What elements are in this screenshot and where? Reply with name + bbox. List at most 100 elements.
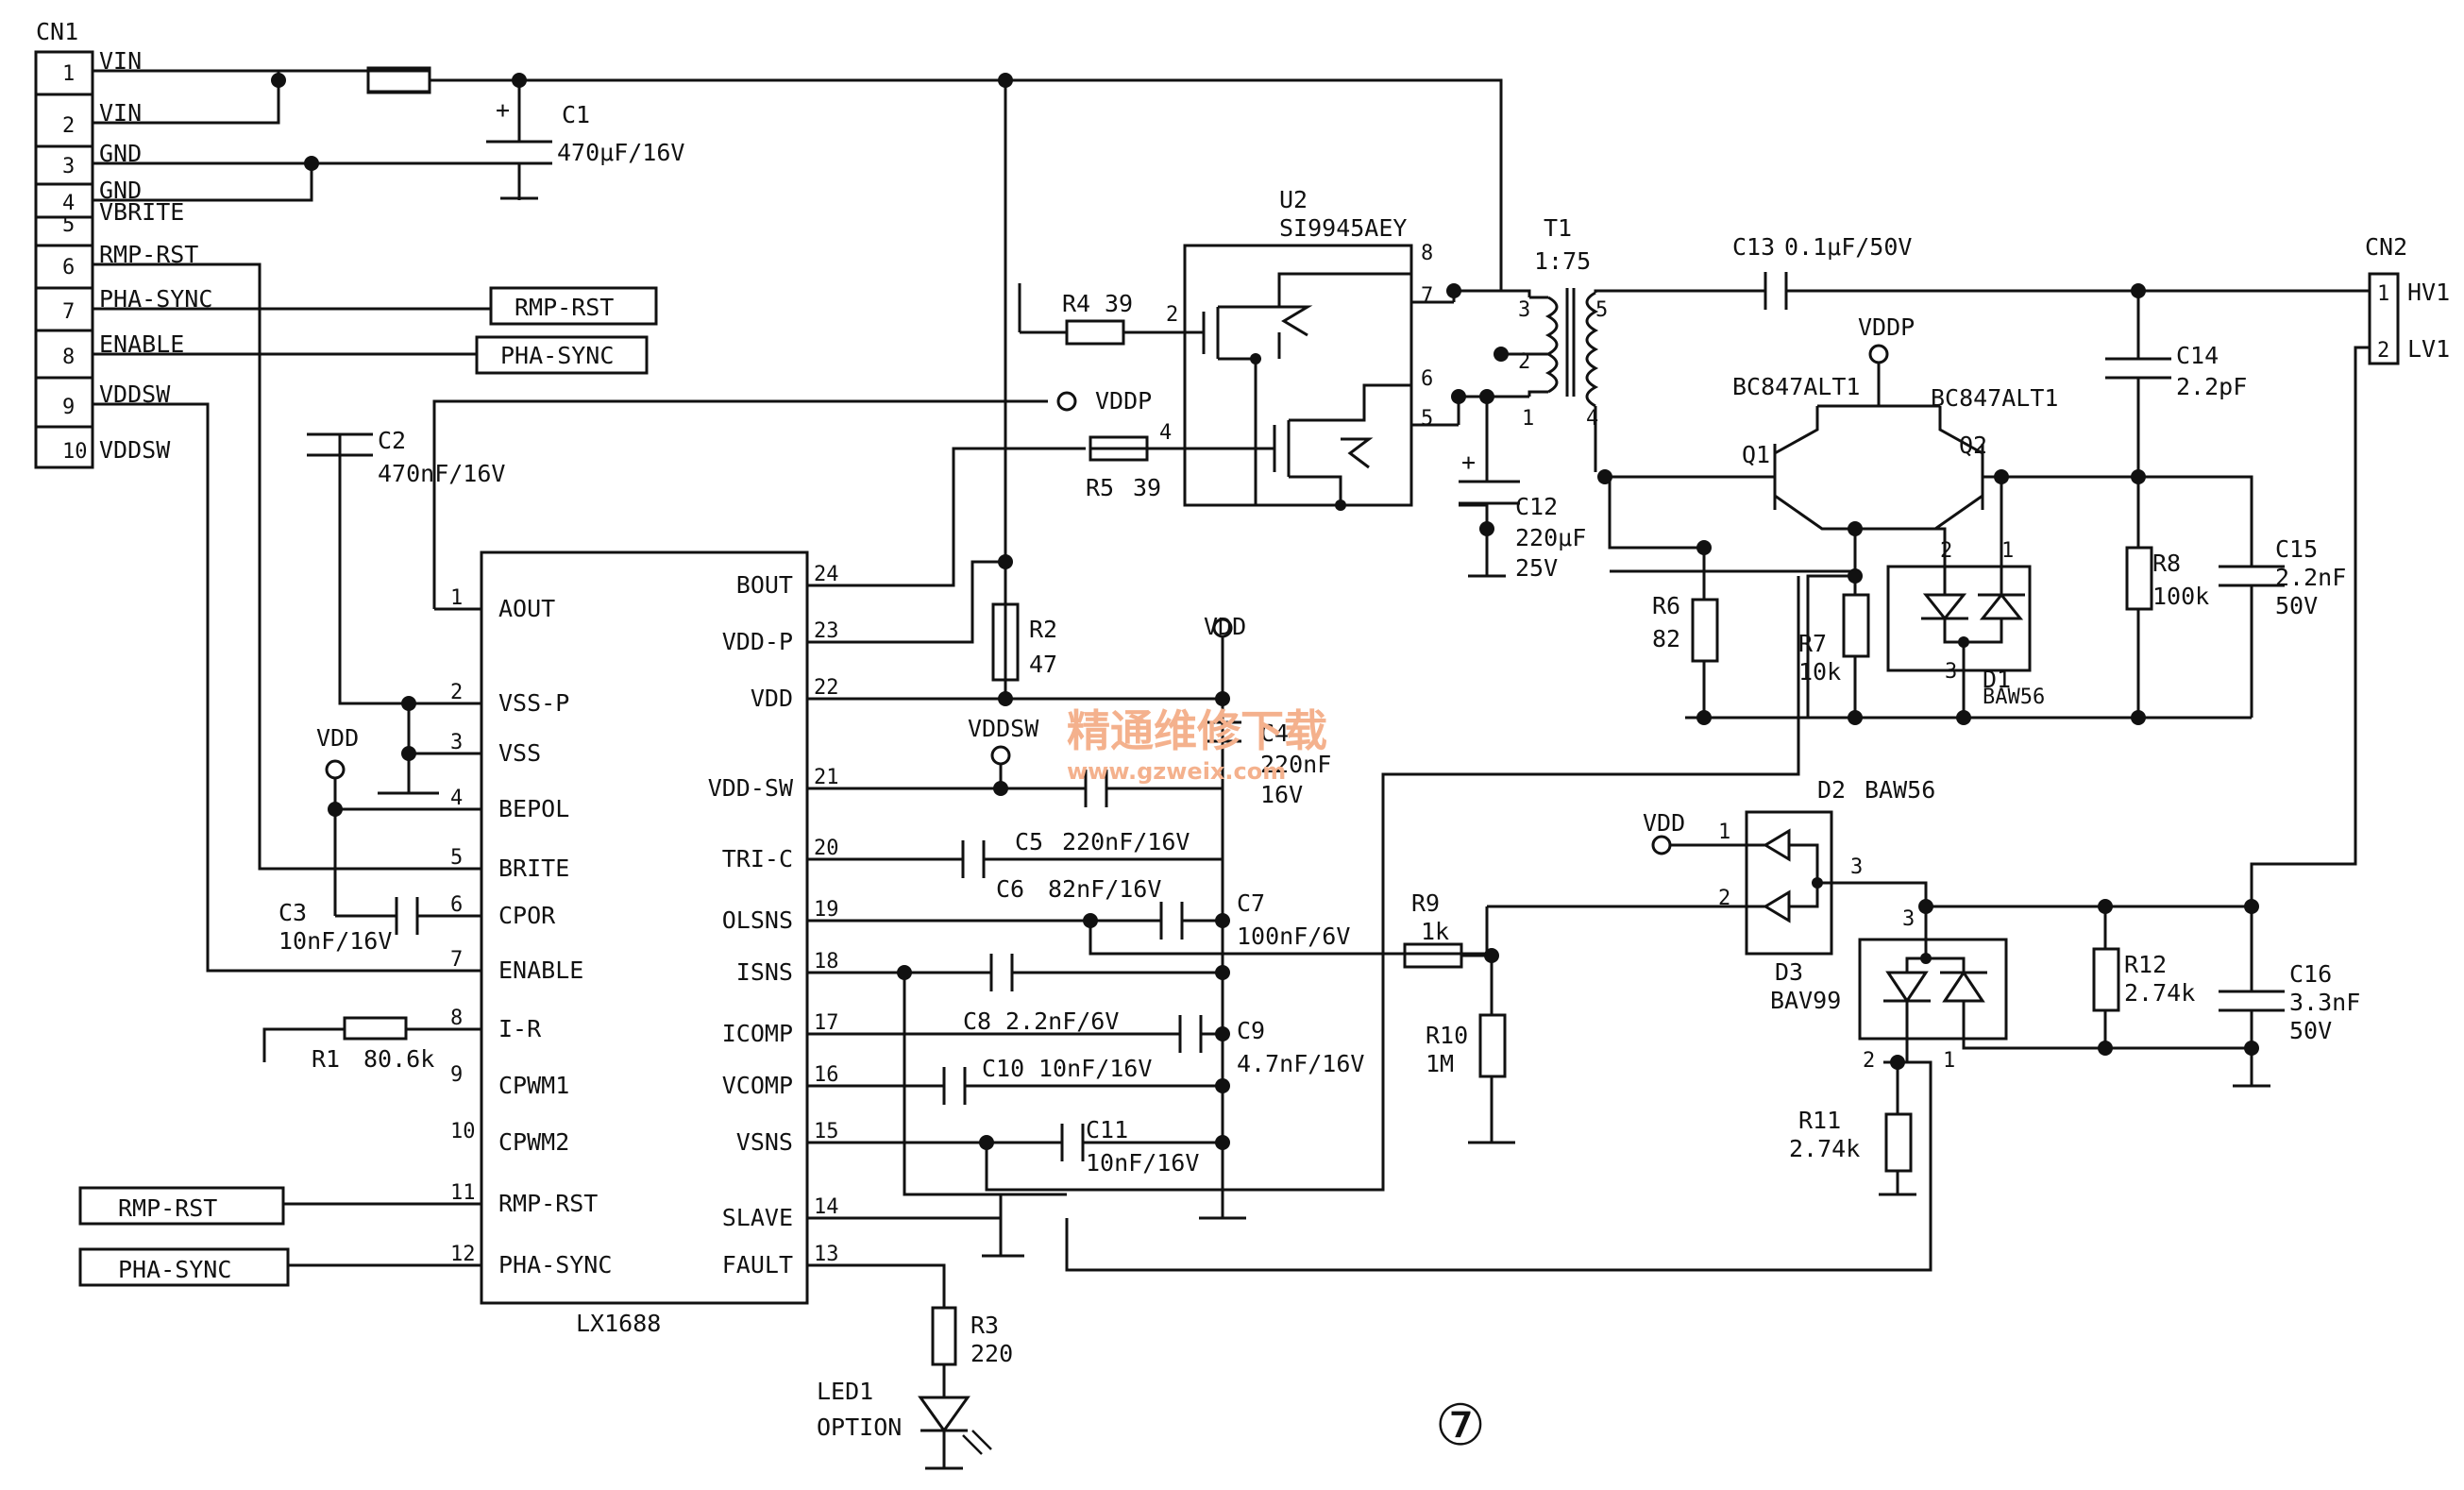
ic-pin-number: 6 <box>450 893 463 917</box>
ic-pin-label: CPWM1 <box>498 1072 569 1099</box>
svg-text:100k: 100k <box>2152 583 2209 610</box>
svg-text:R12: R12 <box>2124 951 2167 978</box>
svg-text:2: 2 <box>1940 539 1952 563</box>
fuse <box>366 69 431 93</box>
svg-text:50V: 50V <box>2275 592 2318 619</box>
svg-text:2: 2 <box>1863 1049 1875 1073</box>
svg-text:10nF/16V: 10nF/16V <box>278 927 392 955</box>
ic-pin-label: PHA-SYNC <box>498 1251 612 1278</box>
ic-pin-number: 16 <box>814 1063 839 1087</box>
svg-text:220nF/16V: 220nF/16V <box>1062 828 1190 855</box>
ic-pin-label: RMP-RST <box>498 1190 598 1217</box>
transformer-t1: T1 1:75 3 2 1 5 4 <box>1446 194 1765 472</box>
svg-text:C6: C6 <box>996 875 1024 903</box>
svg-text:1:75: 1:75 <box>1534 247 1591 275</box>
cn1-pin-number: 7 <box>62 300 75 324</box>
svg-text:OPTION: OPTION <box>817 1414 902 1441</box>
svg-text:C11: C11 <box>1086 1116 1128 1143</box>
svg-text:47: 47 <box>1029 651 1057 678</box>
ic-pin-label: VDD-P <box>722 628 793 655</box>
svg-text:VDDP: VDDP <box>1095 387 1152 415</box>
svg-text:2: 2 <box>2377 339 2389 363</box>
svg-text:R2: R2 <box>1029 616 1057 643</box>
ic-pin-number: 21 <box>814 766 839 789</box>
svg-text:VDD: VDD <box>1643 809 1685 837</box>
ic-name: LX1688 <box>576 1310 661 1337</box>
capacitor-c1: + C1 470μF/16V <box>486 80 684 200</box>
capacitor-c16: C16 3.3nF 50V <box>2105 906 2360 1088</box>
svg-text:+: + <box>1461 449 1476 476</box>
svg-text:R10: R10 <box>1426 1022 1468 1049</box>
ic-pin-label: I-R <box>498 1015 542 1042</box>
resistor-r4: R4 39 <box>1020 290 1133 346</box>
ic-pin-label: ISNS <box>736 958 793 986</box>
resistor-r12: R12 2.74k <box>2092 906 2195 1056</box>
transistor-pair-q1-q2: BC847ALT1 BC847ALT1 Q1 Q2 VDDP <box>1597 313 2146 573</box>
ic-left-wiring: VDDP C2 470nF/16V VDD C3 10nF/16V R1 80.… <box>262 387 1152 1267</box>
svg-text:0.1μF/50V: 0.1μF/50V <box>1784 233 1912 261</box>
cn1-pin-label: VDDSW <box>99 436 171 464</box>
svg-text:C10: C10 <box>982 1055 1024 1082</box>
svg-text:80.6k: 80.6k <box>363 1045 434 1073</box>
svg-text:2.74k: 2.74k <box>1789 1135 1860 1162</box>
ic-pin-number: 13 <box>814 1243 839 1266</box>
svg-text:2.2pF: 2.2pF <box>2176 373 2247 400</box>
svg-text:PHA-SYNC: PHA-SYNC <box>118 1256 231 1283</box>
ic-pin-number: 8 <box>450 1007 463 1030</box>
svg-text:10nF/16V: 10nF/16V <box>1038 1055 1152 1082</box>
ic-pin-number: 15 <box>814 1120 839 1143</box>
ic-pin-label: CPOR <box>498 902 556 929</box>
ic-pin-label: VSS-P <box>498 689 569 717</box>
ic-right-pin-list: 24BOUT23VDD-P22VDD21VDD-SW20TRI-C19OLSNS… <box>708 563 839 1278</box>
svg-text:16V: 16V <box>1260 781 1303 808</box>
ic-pin-label: VDD <box>751 685 793 712</box>
ic-pin-number: 9 <box>450 1063 463 1087</box>
svg-text:R8: R8 <box>2152 550 2181 577</box>
svg-text:U2: U2 <box>1279 186 1308 213</box>
svg-text:HV1: HV1 <box>2407 279 2450 306</box>
svg-text:5: 5 <box>1595 298 1608 322</box>
ic-pin-number: 1 <box>450 586 463 610</box>
svg-text:2: 2 <box>1518 350 1530 374</box>
ic-pin-label: BEPOL <box>498 795 569 822</box>
diode-d3: D3 BAV99 3 2 1 <box>1001 899 2259 1272</box>
svg-text:VDD: VDD <box>316 724 359 752</box>
svg-text:C9: C9 <box>1237 1017 1265 1044</box>
svg-text:470nF/16V: 470nF/16V <box>378 460 505 487</box>
resistor-r9: R9 1k <box>1403 889 1499 969</box>
svg-text:82nF/16V: 82nF/16V <box>1048 875 1161 903</box>
cn1-pin-number: 2 <box>62 114 75 138</box>
svg-text:3: 3 <box>1850 855 1863 879</box>
svg-text:3: 3 <box>1902 907 1915 931</box>
svg-text:2: 2 <box>1166 303 1178 327</box>
svg-text:BAW56: BAW56 <box>1865 776 1935 804</box>
svg-text:220: 220 <box>970 1340 1013 1367</box>
svg-text:7: 7 <box>1421 284 1433 308</box>
svg-text:39: 39 <box>1133 474 1161 501</box>
ic-pin-number: 22 <box>814 676 839 700</box>
svg-text:25V: 25V <box>1515 554 1558 582</box>
svg-text:5: 5 <box>1421 407 1433 431</box>
cn1-pin-number: 6 <box>62 256 75 279</box>
ic-pin-number: 23 <box>814 619 839 643</box>
svg-text:VDDP: VDDP <box>1858 313 1915 341</box>
connector-cn2: CN2 1 HV1 2 LV1 <box>2250 233 2450 902</box>
svg-text:PHA-SYNC: PHA-SYNC <box>500 342 614 369</box>
ic-pin-label: VDD-SW <box>708 774 794 802</box>
svg-text:精通维修下载: 精通维修下载 <box>1067 705 1327 756</box>
svg-text:82: 82 <box>1652 625 1680 652</box>
svg-text:T1: T1 <box>1544 214 1572 242</box>
cn1-pin-number: 5 <box>62 213 75 237</box>
diode-d2: D2 BAW56 1 2 3 VDD <box>1405 776 1935 956</box>
svg-text:RMP-RST: RMP-RST <box>515 294 614 321</box>
svg-text:C14: C14 <box>2176 342 2219 369</box>
svg-text:C2: C2 <box>378 427 406 454</box>
svg-text:4: 4 <box>1159 421 1172 445</box>
svg-text:C7: C7 <box>1237 889 1265 917</box>
ic-pin-label: BRITE <box>498 855 569 882</box>
ic-pin-label: FAULT <box>722 1251 793 1278</box>
svg-text:VDDSW: VDDSW <box>968 715 1039 742</box>
ic-pin-number: 20 <box>814 837 839 860</box>
